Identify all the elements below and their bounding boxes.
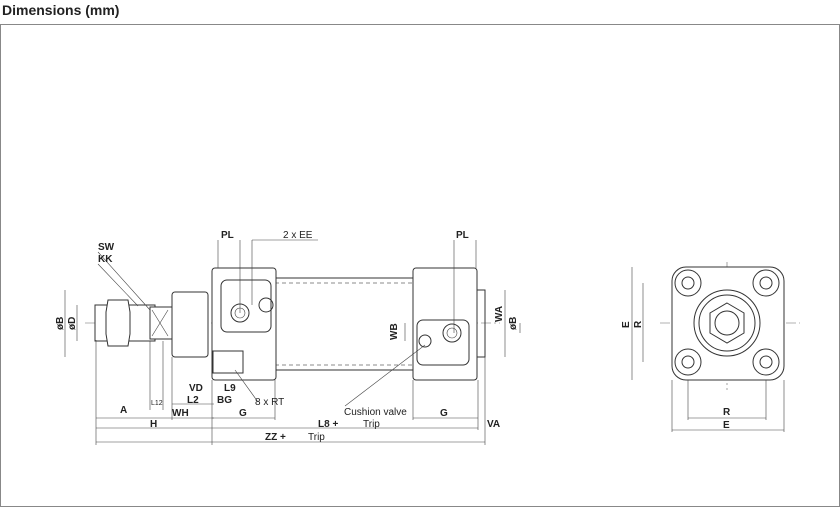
label-va: VA	[487, 419, 500, 430]
label-e-horizontal: E	[723, 420, 730, 431]
label-g-front: G	[239, 408, 247, 419]
label-rt: 8 x RT	[255, 397, 284, 408]
label-pl-front: PL	[221, 230, 234, 241]
label-od: øD	[67, 317, 78, 330]
page-title: Dimensions (mm)	[2, 2, 120, 18]
label-cushion-valve: Cushion valve	[344, 407, 407, 418]
label-l8: L8 +	[318, 419, 338, 430]
label-l8-trip: Trip	[363, 419, 380, 430]
label-sw: SW	[98, 242, 115, 253]
label-ob-right: øB	[508, 317, 519, 330]
front-cover	[211, 267, 277, 381]
label-bg: BG	[217, 395, 232, 406]
side-view	[64, 239, 521, 445]
label-pl-rear: PL	[456, 230, 469, 241]
port-icon	[258, 297, 274, 313]
label-h: H	[150, 419, 157, 430]
label-wh: WH	[172, 408, 189, 419]
label-l9: L9	[224, 383, 236, 394]
end-view	[631, 262, 800, 432]
label-ee: 2 x EE	[283, 230, 313, 241]
rod-nut	[105, 299, 131, 347]
cylinder-tube	[274, 277, 416, 371]
label-wb: WB	[389, 323, 400, 340]
label-wa: WA	[494, 306, 505, 322]
label-e-vertical: E	[621, 321, 632, 328]
rod-bearing	[171, 291, 209, 358]
label-g-rear: G	[440, 408, 448, 419]
label-zz-trip: Trip	[308, 432, 325, 443]
end-cover	[671, 266, 785, 381]
label-vd: VD	[189, 383, 203, 394]
label-l12: L12	[151, 400, 163, 407]
cushion-valve-icon	[418, 334, 432, 348]
label-zz: ZZ +	[265, 432, 286, 443]
label-l2: L2	[187, 395, 199, 406]
label-ob-left: øB	[55, 317, 66, 330]
label-r-horizontal: R	[723, 407, 731, 418]
label-a: A	[120, 405, 127, 416]
label-r-vertical: R	[633, 320, 644, 328]
label-kk: KK	[98, 254, 113, 265]
